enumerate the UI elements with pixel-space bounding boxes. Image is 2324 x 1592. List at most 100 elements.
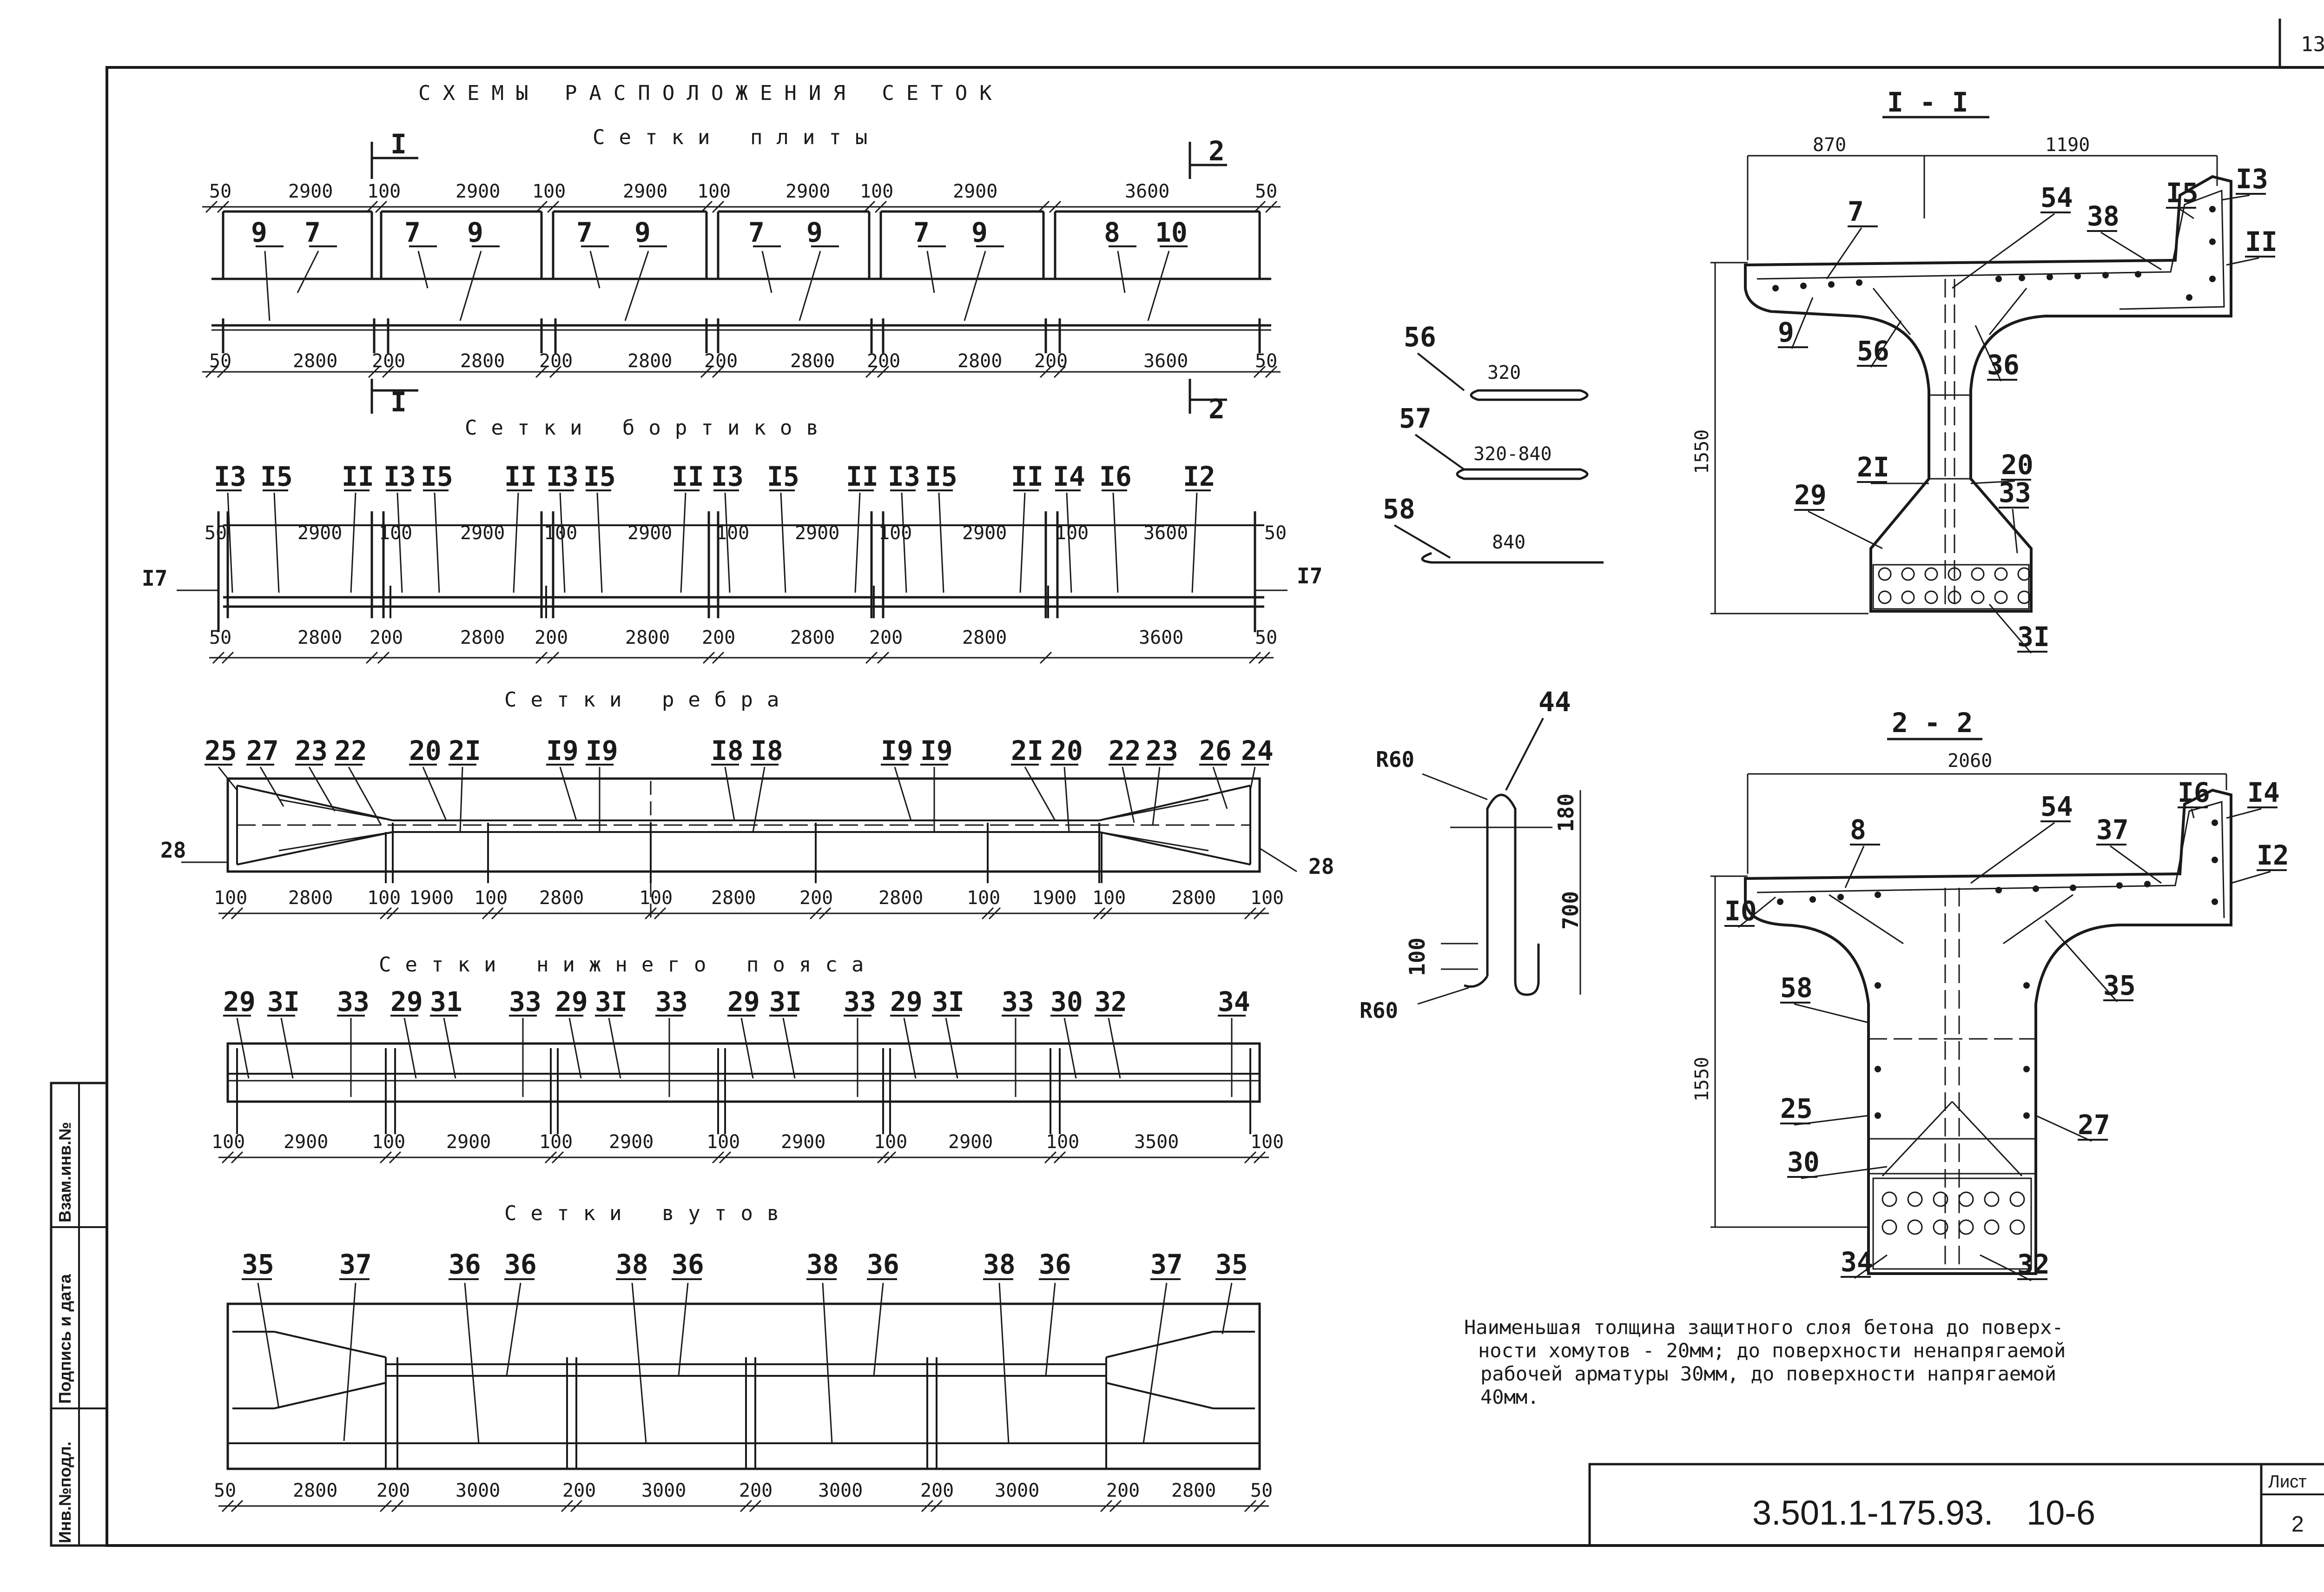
- side-bottom-dim-tick: [712, 651, 725, 664]
- section2-label: 27: [2078, 1109, 2110, 1141]
- rib-bottom-dim-tick: [1253, 907, 1266, 920]
- belt-label-leader: [568, 1017, 582, 1079]
- rib-bottom-dim-tick: [819, 907, 832, 920]
- section1-dim-1190: 1190: [2045, 134, 2090, 156]
- section-mark-2-bottom: 2: [1208, 393, 1225, 425]
- design-note: Наименьшая толщина защитного слоя бетона…: [1464, 1316, 2066, 1408]
- side-bottom-dim-value: 200: [702, 627, 735, 648]
- belt-mesh-label: 3I: [932, 986, 964, 1017]
- belt-label-leader: [403, 1017, 417, 1079]
- haunch-bottom-dim-tick: [561, 1500, 574, 1513]
- slab-mesh-label: 10: [1155, 217, 1188, 248]
- rib-bottom-dim-tick: [1100, 907, 1113, 920]
- section1-label-leader: [1808, 510, 1883, 549]
- side-bottom-dim-value: 2800: [460, 627, 505, 648]
- rebar-dot: [1772, 285, 1779, 291]
- rebar-dot: [2212, 857, 2218, 863]
- rib-bottom-dim-value: 2800: [711, 887, 756, 909]
- section1-label: I5: [2166, 177, 2199, 209]
- lifting-loop: 44 R60 180 700 100 R60: [1360, 686, 1583, 1023]
- rib-mesh-label: 22: [1109, 735, 1141, 766]
- section1-label: I3: [2236, 163, 2268, 195]
- section2-label: I2: [2257, 839, 2289, 871]
- side-bottom-dim-tick: [365, 651, 378, 664]
- strand-circle: [1924, 567, 1938, 581]
- slab-bottom-dim-tick: [535, 365, 548, 378]
- slab-mesh-label: 7: [913, 217, 930, 248]
- rib-side-label-left: 28: [160, 838, 186, 863]
- title-block: 3.501.1-175.93. 10-6 Лист 2: [1588, 1463, 2324, 1546]
- haunch-label-leader: [506, 1282, 522, 1376]
- haunch-label-leader: [464, 1282, 480, 1444]
- strand-circle: [1948, 567, 1961, 581]
- section2-label-leader: [2226, 808, 2262, 819]
- side-top-dim-value: 100: [1055, 522, 1089, 544]
- section1-label-leader: [1791, 297, 1814, 349]
- side-bottom-dim-tick: [547, 651, 560, 664]
- belt-bottom-dim-value: 100: [539, 1131, 573, 1153]
- section1-label: 56: [1857, 335, 1889, 367]
- rib-bottom-dim-tick: [221, 907, 234, 920]
- belt-label-leader: [945, 1017, 958, 1079]
- slab-bottom-dim-value: 200: [867, 350, 900, 372]
- side-label-leader: [1066, 492, 1072, 593]
- belt-mesh-label: 33: [1002, 986, 1034, 1017]
- stamp-strip: Инв.№подл. Подпись и дата Взам.инв.№: [50, 1082, 108, 1547]
- sheet-frame: [106, 66, 2324, 1547]
- slab-bottom-dim-tick: [1265, 365, 1278, 378]
- rib-mesh-label: 23: [1146, 735, 1178, 766]
- rib-bottom-dim-value: 100: [474, 887, 508, 909]
- haunch-bottom-dim-value: 50: [1250, 1480, 1273, 1501]
- rib-bottom-dim-value: 100: [1250, 887, 1284, 909]
- rebar-dot: [2186, 294, 2192, 301]
- haunch-bottom-dim-tick: [221, 1500, 234, 1513]
- rib-label-leader: [894, 766, 912, 821]
- section2-label-leader: [1980, 1254, 2032, 1282]
- side-top-dim-value: 100: [878, 522, 912, 544]
- belt-bottom-dim-tick: [719, 1151, 732, 1164]
- section2-label: I6: [2178, 777, 2210, 808]
- rib-mesh-label: I9: [546, 735, 579, 766]
- slab-bottom-dim-value: 2800: [460, 350, 505, 372]
- rib-side-label-right: 28: [1308, 854, 1334, 879]
- section1-label-leader: [2221, 194, 2250, 201]
- rebar-dot: [2209, 276, 2216, 282]
- rib-mesh-label: 2I: [1011, 735, 1043, 766]
- section2-label-leader: [1970, 822, 2055, 884]
- slab-top-dim-value: 50: [1255, 181, 1277, 202]
- slab-label-leader: [417, 251, 429, 289]
- haunch-mesh-label: 37: [339, 1248, 372, 1280]
- rebar-dot: [2070, 885, 2076, 891]
- slab-top-dim-value: 2900: [953, 181, 997, 202]
- strand-circle: [1907, 1191, 1923, 1207]
- haunch-bottom-dim-tick: [570, 1500, 583, 1513]
- slab-mesh-label: 9: [467, 217, 483, 248]
- row-header-sides: Сетки бортиков: [465, 416, 832, 440]
- rib-mesh-label: I9: [881, 735, 913, 766]
- haunch-mesh-label: 37: [1150, 1248, 1183, 1280]
- belt-mesh-label: 29: [727, 986, 760, 1017]
- side-bottom-dim-tick: [1248, 651, 1261, 664]
- rib-bottom-dim-value: 1900: [1032, 887, 1076, 909]
- stamp-field-inv: Инв.№подл.: [55, 1441, 74, 1543]
- section1-dim-1550: 1550: [1691, 429, 1713, 474]
- row-header-rib: Сетки ребра: [504, 688, 793, 712]
- side-bottom-dim-tick: [212, 651, 225, 664]
- rebar-dot: [2019, 275, 2025, 281]
- slab-bottom-dim-tick: [877, 365, 890, 378]
- section2-label-leader: [1801, 1166, 1888, 1179]
- side-mesh-label: I3: [383, 461, 416, 492]
- slab-bottom-dim-value: 50: [209, 350, 231, 372]
- side-label-leader: [227, 492, 233, 593]
- haunch-bottom-dim-value: 50: [214, 1480, 236, 1501]
- haunch-bottom-dim-tick: [1244, 1500, 1257, 1513]
- rib-bottom-dim-value: 100: [1092, 887, 1126, 909]
- side-label-leader: [680, 492, 687, 593]
- belt-mesh-label: 34: [1218, 986, 1250, 1017]
- section1-label-leader: [1988, 604, 2032, 654]
- belt-bottom-dim-tick: [884, 1151, 897, 1164]
